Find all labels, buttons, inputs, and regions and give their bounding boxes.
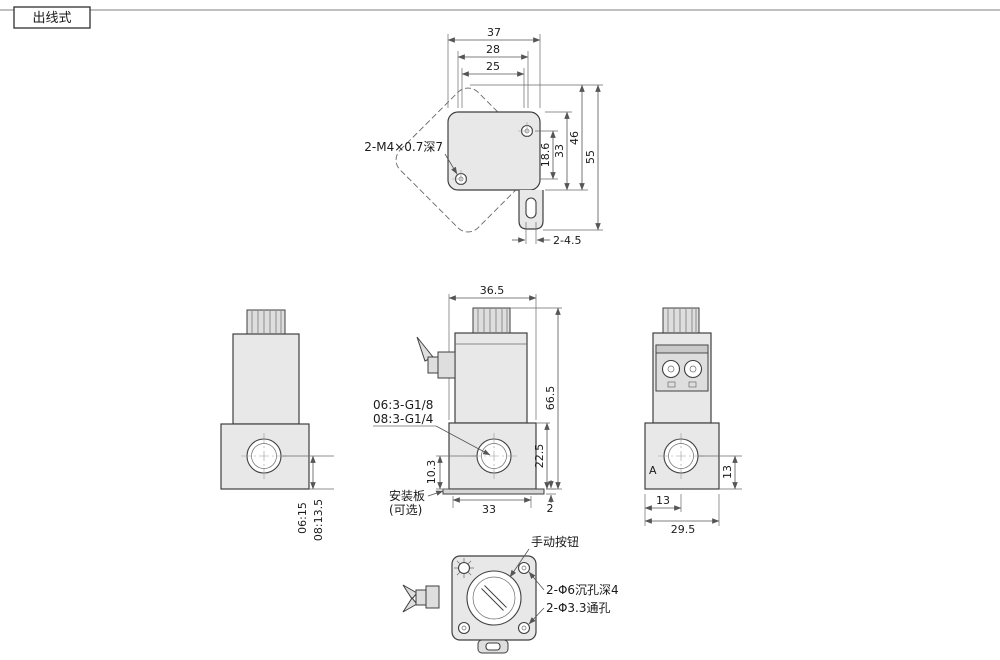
mounting-tab: [518, 190, 544, 230]
top-view: 37 28 25 18.6 33 46 55 2-4.5 2-M4×: [364, 26, 603, 247]
bottom-dimensions: 33 2: [452, 480, 556, 516]
dim-plate-thickness: 2: [547, 502, 554, 515]
port-hole: [658, 433, 704, 479]
dim-08-13-5: 08:13.5: [312, 499, 325, 541]
counterbore-label: 2-Φ6沉孔深4: [546, 583, 619, 597]
mounting-hole-bottom-left: [457, 621, 471, 635]
thread-hole-bottom-left: [452, 170, 470, 188]
terminal-1: [661, 359, 681, 379]
dim-10-3: 10.3: [425, 460, 438, 485]
plate-label-line1: 安装板: [389, 488, 425, 503]
dim-66-5: 66.5: [544, 386, 557, 411]
bottom-tab: [477, 639, 509, 654]
coil-body: [454, 332, 528, 424]
cable-gland: [402, 584, 440, 613]
top-view-width-dimensions: 37 28 25: [447, 26, 541, 108]
port-hole: [241, 433, 287, 479]
port-hole: [471, 433, 517, 479]
mounting-plate: [442, 488, 545, 495]
plate-label-line2: (可选): [389, 503, 422, 517]
width-dimension: 36.5: [448, 284, 537, 420]
dim-36-5: 36.5: [480, 284, 505, 297]
cable-gland: [416, 336, 456, 379]
dim-33-top: 33: [553, 144, 566, 158]
dim-33-front: 33: [482, 503, 496, 516]
dim-25: 25: [486, 60, 500, 73]
top-view-height-dimensions: 18.6 33 46 55: [470, 84, 603, 231]
lead-pin-2: [402, 597, 418, 613]
slot-dimension: 2-4.5: [512, 222, 581, 247]
port-label-06: 06:3-G1/8: [373, 398, 433, 412]
mounting-hole-top-right: [517, 561, 531, 575]
adjust-screw: [454, 558, 474, 578]
dim-46: 46: [568, 131, 581, 145]
dim-37: 37: [487, 26, 501, 39]
page-title: 出线式: [32, 11, 71, 26]
title-box: 出线式: [13, 6, 91, 29]
dim-18-6: 18.6: [539, 143, 552, 168]
dim-13-side: 13: [721, 465, 734, 479]
dim-28: 28: [486, 43, 500, 56]
thread-label: 2-M4×0.7深7: [364, 140, 443, 154]
thread-hole-top-right: [518, 122, 536, 140]
through-hole-callout: 2-Φ3.3通孔: [528, 601, 611, 625]
left-side-view: 06:15 08:13.5: [220, 309, 334, 541]
side-dimension: 13: [698, 455, 742, 490]
knurled-cap: [662, 307, 700, 334]
mounting-hole-bottom-right: [517, 621, 531, 635]
dim-55: 55: [584, 150, 597, 164]
through-hole-label: 2-Φ3.3通孔: [546, 601, 611, 615]
front-view: 36.5 06:3-G1/8 08:3-G1/4 66.5: [373, 284, 562, 517]
bottom-view: 手动按钮 2-Φ6沉孔深4 2-Φ3.3通孔: [402, 534, 619, 654]
dim-06-15: 06:15: [296, 502, 309, 534]
dim-slot: 2-4.5: [553, 234, 581, 247]
port-label-08: 08:3-G1/4: [373, 412, 433, 426]
port-height-dimension: 06:15 08:13.5: [282, 455, 334, 541]
bottom-dimensions: 13 29.5: [644, 494, 720, 536]
knurled-cap: [246, 309, 286, 335]
thread-callout: 2-M4×0.7深7: [364, 140, 458, 175]
knurled-cap: [472, 307, 511, 334]
dim-29-5: 29.5: [671, 523, 696, 536]
port-offset-dimension: 10.3: [425, 455, 477, 490]
terminal-box: [655, 344, 709, 392]
mounting-plate-callout: 安装板 (可选): [389, 488, 444, 517]
manual-button: [466, 570, 522, 626]
right-side-view: A 13 13 29.5: [644, 307, 742, 536]
manual-button-callout: 手动按钮: [509, 534, 579, 578]
coil-body: [232, 333, 300, 425]
counterbore-callout: 2-Φ6沉孔深4: [528, 571, 619, 597]
dim-13-bottom: 13: [656, 494, 670, 507]
view-label-a: A: [649, 464, 657, 477]
dim-22-5: 22.5: [533, 444, 546, 469]
mounting-face: [447, 111, 541, 191]
manual-button-label: 手动按钮: [531, 534, 579, 549]
port-callout: 06:3-G1/8 08:3-G1/4: [373, 398, 491, 456]
lead-pin-1: [402, 584, 418, 600]
height-dimensions: 66.5 22.5: [510, 307, 562, 490]
terminal-2: [683, 359, 703, 379]
